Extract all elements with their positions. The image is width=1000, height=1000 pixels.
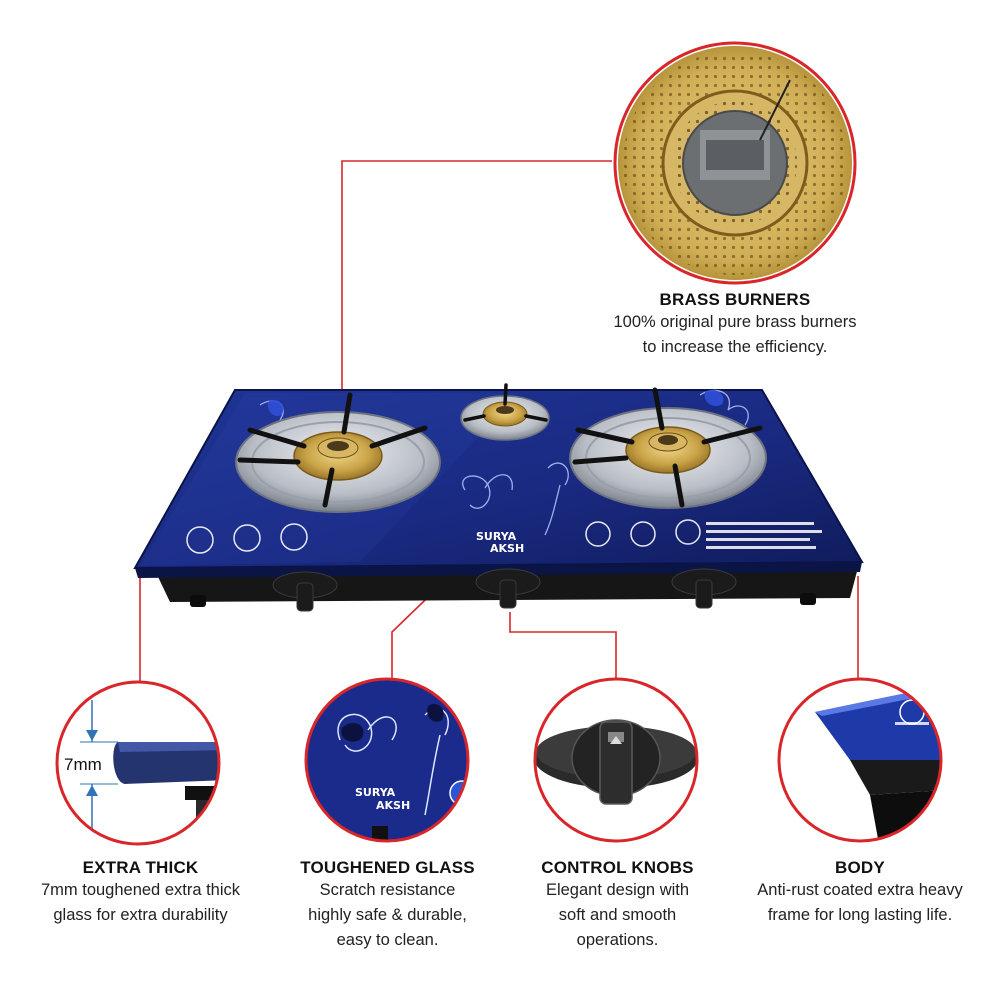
feature-title: EXTRA THICK [82, 858, 199, 877]
brass-closeup-ring [613, 41, 857, 285]
feature-body: BODY Anti-rust coated extra heavy frame … [740, 858, 980, 928]
feature-title: CONTROL KNOBS [541, 858, 694, 877]
left-burner [235, 392, 441, 513]
feature-desc-line: to increase the efficiency. [642, 338, 828, 356]
feature-desc-line: soft and smooth [558, 906, 677, 924]
feature-desc-line: Elegant design with [545, 881, 690, 899]
feature-desc-line: Scratch resistance [319, 881, 456, 899]
feature-desc-line: 100% original pure brass burners [613, 313, 857, 331]
feature-title: TOUGHENED GLASS [300, 858, 475, 877]
feature-title: BRASS BURNERS [659, 290, 811, 309]
extra-thick-closeup: 7mm [57, 682, 219, 844]
glass-closeup-brand-2: AKSH [376, 799, 410, 812]
feature-desc-line: easy to clean. [336, 931, 439, 949]
control-knob-closeup [535, 679, 697, 841]
feature-desc-line: highly safe & durable, [308, 906, 467, 924]
feature-extra-thick: EXTRA THICK 7mm toughened extra thick gl… [18, 858, 263, 928]
feature-desc-line: operations. [576, 931, 659, 949]
center-burner [460, 383, 550, 441]
control-knobs [272, 568, 737, 612]
thickness-label: 7mm [64, 755, 102, 774]
feature-title: BODY [835, 858, 885, 877]
callout-line-knobs [509, 612, 617, 682]
knob-closeup-ring [533, 677, 699, 843]
gas-stove: SURYA AKSH [133, 383, 864, 612]
thick-closeup-ring [55, 680, 221, 846]
brand-logo-line2: AKSH [490, 542, 524, 555]
right-burner [569, 387, 767, 509]
glass-closeup-brand-1: SURYA [355, 786, 396, 799]
feature-control-knobs: CONTROL KNOBS Elegant design with soft a… [515, 858, 720, 953]
toughened-glass-closeup: SURYA AKSH [306, 679, 468, 841]
feature-toughened-glass: TOUGHENED GLASS Scratch resistance highl… [280, 858, 495, 953]
feature-desc-line: frame for long lasting life. [767, 906, 953, 924]
callout-line-brass [341, 160, 612, 435]
glass-closeup-ring [304, 677, 470, 843]
feature-brass-burners: BRASS BURNERS 100% original pure brass b… [560, 290, 910, 360]
certification-badges [186, 519, 701, 554]
feature-desc-line: glass for extra durability [53, 906, 228, 924]
brass-burner-closeup [618, 46, 852, 280]
brand-logo-line1: SURYA [476, 530, 517, 543]
feature-desc-line: Anti-rust coated extra heavy [757, 881, 963, 899]
body-closeup-ring [777, 677, 943, 843]
feature-desc-line: 7mm toughened extra thick [40, 881, 241, 899]
body-closeup [779, 679, 941, 841]
